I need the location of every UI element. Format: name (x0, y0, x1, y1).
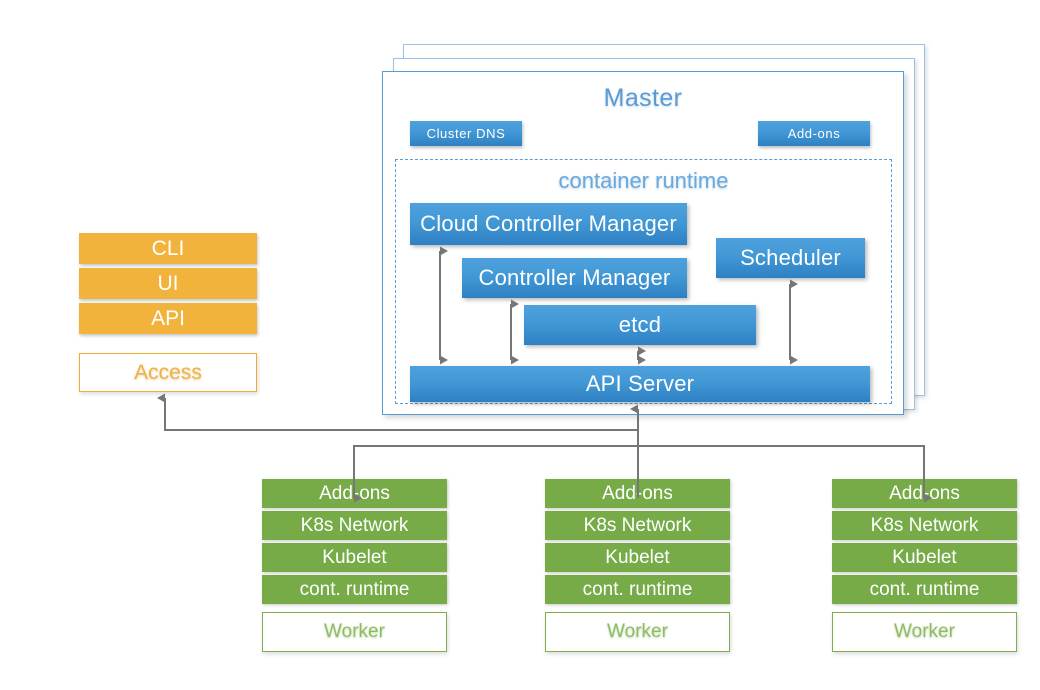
worker-node-1-k8s-network[interactable]: K8s Network (262, 511, 447, 540)
worker-node-2-label-box[interactable]: Worker (545, 612, 730, 652)
access-layer-ui[interactable]: UI (79, 268, 257, 299)
worker-node-2-kubelet[interactable]: Kubelet (545, 543, 730, 572)
worker-node-2-addons[interactable]: Add-ons (545, 479, 730, 508)
access-layer-api[interactable]: API (79, 303, 257, 334)
worker-node-1-label-box[interactable]: Worker (262, 612, 447, 652)
master-title: Master (603, 84, 683, 112)
access-label-box[interactable]: Access (79, 353, 257, 392)
scheduler-box[interactable]: Scheduler (716, 238, 865, 278)
container-runtime-title: container runtime (558, 168, 729, 193)
etcd-box[interactable]: etcd (524, 305, 756, 345)
api-server-box[interactable]: API Server (410, 366, 870, 402)
worker-node-2-k8s-network[interactable]: K8s Network (545, 511, 730, 540)
worker-node-3-label-box[interactable]: Worker (832, 612, 1017, 652)
worker-node-1-addons[interactable]: Add-ons (262, 479, 447, 508)
cluster-dns-box[interactable]: Cluster DNS (410, 121, 522, 146)
worker-node-3-addons[interactable]: Add-ons (832, 479, 1017, 508)
worker-node-3-k8s-network[interactable]: K8s Network (832, 511, 1017, 540)
container-runtime-region: container runtime (395, 159, 892, 404)
controller-manager-box[interactable]: Controller Manager (462, 258, 687, 298)
worker-node-3-kubelet[interactable]: Kubelet (832, 543, 1017, 572)
access-layer-cli[interactable]: CLI (79, 233, 257, 264)
worker-node-3-cont-runtime[interactable]: cont. runtime (832, 575, 1017, 604)
master-addons-box[interactable]: Add-ons (758, 121, 870, 146)
cloud-controller-manager-box[interactable]: Cloud Controller Manager (410, 203, 687, 245)
worker-node-2-cont-runtime[interactable]: cont. runtime (545, 575, 730, 604)
worker-node-1-cont-runtime[interactable]: cont. runtime (262, 575, 447, 604)
worker-node-1-kubelet[interactable]: Kubelet (262, 543, 447, 572)
